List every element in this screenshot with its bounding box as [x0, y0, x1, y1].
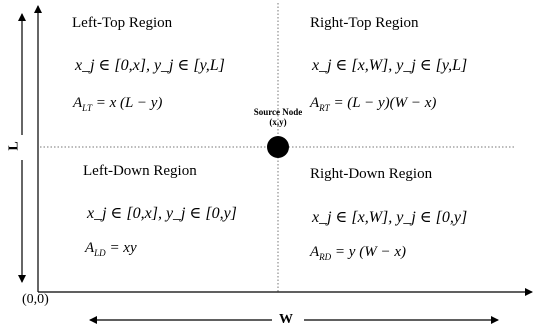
- length-label: L: [6, 141, 22, 151]
- right-top-area-expr: = (L − y)(W − x): [333, 95, 437, 111]
- source-node-coords: (x,y): [269, 117, 287, 127]
- left-down-area-expr: = xy: [109, 240, 137, 256]
- right-top-range: x_j ∈ [x,W], y_j ∈ [y,L]: [312, 57, 468, 74]
- left-down-range: x_j ∈ [0,x], y_j ∈ [0,y]: [87, 205, 237, 222]
- left-top-range: x_j ∈ [0,x], y_j ∈ [y,L]: [75, 57, 225, 74]
- right-top-region-title: Right-Top Region: [310, 15, 419, 31]
- source-node-dot: [267, 136, 289, 158]
- width-label: W: [279, 312, 293, 327]
- right-down-range: x_j ∈ [x,W], y_j ∈ [0,y]: [312, 209, 468, 226]
- left-top-area-subscript: LT: [82, 103, 93, 113]
- origin-label: (0,0): [22, 292, 49, 307]
- left-top-area: ALT = x (L − y): [73, 95, 163, 113]
- right-down-area-subscript: RD: [319, 252, 332, 262]
- left-down-region-title: Left-Down Region: [83, 163, 197, 179]
- source-node-label: Source Node (x,y): [228, 107, 328, 127]
- right-top-area-subscript: RT: [319, 103, 330, 113]
- left-top-area-expr: = x (L − y): [95, 95, 163, 111]
- left-top-region-title: Left-Top Region: [72, 15, 173, 31]
- right-down-area-expr: = y (W − x): [334, 244, 406, 260]
- source-node-title: Source Node: [253, 107, 303, 117]
- left-down-area: ALD = xy: [85, 240, 137, 258]
- right-down-region-title: Right-Down Region: [310, 166, 433, 182]
- right-down-area: ARD = y (W − x): [310, 244, 406, 262]
- left-down-area-subscript: LD: [94, 248, 106, 258]
- right-top-area: ART = (L − y)(W − x): [310, 95, 437, 113]
